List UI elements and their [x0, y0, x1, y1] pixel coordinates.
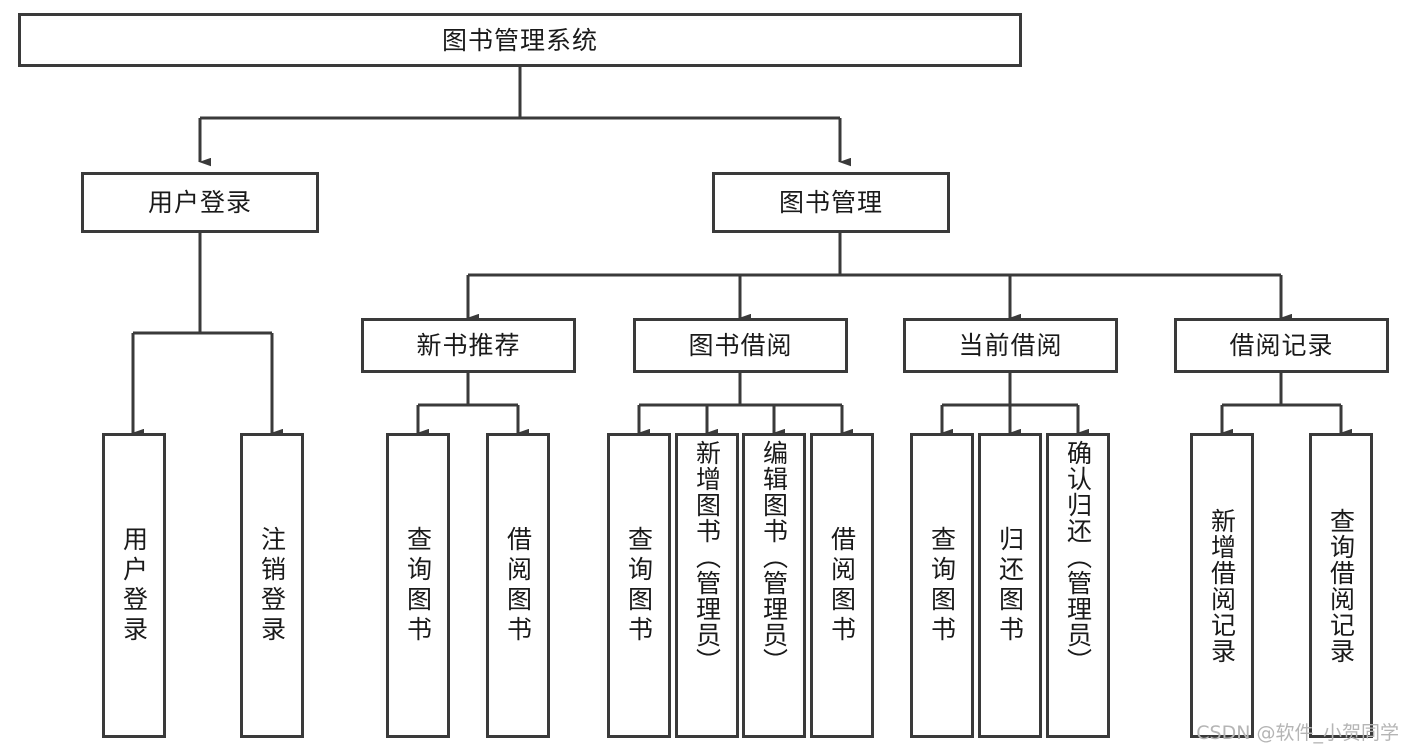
node-leaf-query-record-label: 查询借阅记录	[1326, 507, 1356, 664]
node-leaf-query-book-3[interactable]: 查询图书	[910, 433, 974, 738]
node-leaf-query-book-2[interactable]: 查询图书	[607, 433, 671, 738]
node-leaf-borrow-book-2-label: 借阅图书	[827, 525, 857, 646]
node-leaf-logout-login-label: 注销登录	[257, 525, 287, 646]
node-user-login-label: 用户登录	[147, 188, 252, 217]
node-user-login[interactable]: 用户登录	[81, 172, 319, 233]
node-leaf-add-record[interactable]: 新增借阅记录	[1190, 433, 1254, 738]
node-leaf-add-book-label: 新增图书（管理员）	[692, 440, 722, 674]
node-leaf-borrow-book-2[interactable]: 借阅图书	[810, 433, 874, 738]
node-leaf-confirm-return[interactable]: 确认归还（管理员）	[1046, 433, 1110, 738]
node-root-label: 图书管理系统	[441, 25, 598, 55]
node-leaf-user-login[interactable]: 用户登录	[102, 433, 166, 738]
node-leaf-logout-login[interactable]: 注销登录	[240, 433, 304, 738]
node-leaf-user-login-label: 用户登录	[119, 525, 149, 646]
node-leaf-borrow-book-1[interactable]: 借阅图书	[486, 433, 550, 738]
node-book-borrow-label: 图书借阅	[688, 331, 793, 360]
node-leaf-query-book-1[interactable]: 查询图书	[386, 433, 450, 738]
node-leaf-return-book[interactable]: 归还图书	[978, 433, 1042, 738]
node-leaf-borrow-book-1-label: 借阅图书	[503, 525, 533, 646]
node-root[interactable]: 图书管理系统	[18, 13, 1022, 67]
node-book-manage-label: 图书管理	[778, 188, 883, 217]
node-leaf-query-record[interactable]: 查询借阅记录	[1309, 433, 1373, 738]
node-borrow-record-label: 借阅记录	[1229, 331, 1334, 360]
node-current-borrow-label: 当前借阅	[958, 331, 1063, 360]
node-leaf-edit-book-label: 编辑图书（管理员）	[759, 440, 789, 674]
node-leaf-return-book-label: 归还图书	[995, 525, 1025, 646]
node-new-book-rec[interactable]: 新书推荐	[361, 318, 576, 373]
node-leaf-add-record-label: 新增借阅记录	[1207, 507, 1237, 664]
node-new-book-rec-label: 新书推荐	[416, 331, 521, 360]
node-leaf-query-book-3-label: 查询图书	[927, 525, 957, 646]
node-book-manage[interactable]: 图书管理	[712, 172, 950, 233]
node-leaf-add-book[interactable]: 新增图书（管理员）	[675, 433, 739, 738]
node-leaf-confirm-return-label: 确认归还（管理员）	[1063, 440, 1093, 674]
node-leaf-query-book-1-label: 查询图书	[403, 525, 433, 646]
node-borrow-record[interactable]: 借阅记录	[1174, 318, 1389, 373]
node-book-borrow[interactable]: 图书借阅	[633, 318, 848, 373]
watermark-text: CSDN @软件_小贺同学	[1196, 722, 1399, 744]
node-current-borrow[interactable]: 当前借阅	[903, 318, 1118, 373]
node-leaf-edit-book[interactable]: 编辑图书（管理员）	[742, 433, 806, 738]
node-leaf-query-book-2-label: 查询图书	[624, 525, 654, 646]
